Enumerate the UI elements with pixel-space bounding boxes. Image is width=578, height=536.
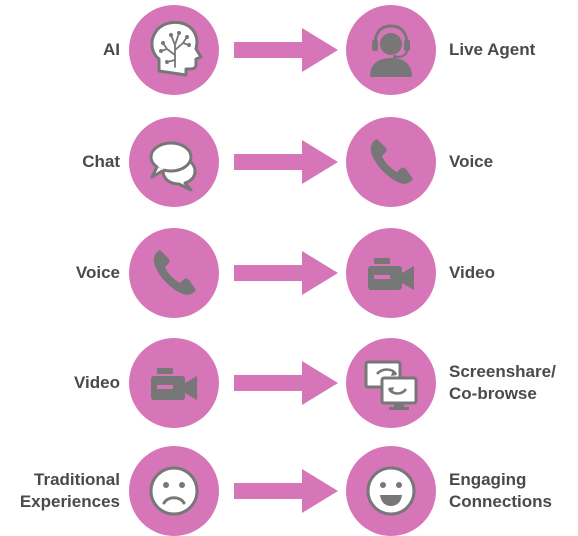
video-camera-icon bbox=[129, 338, 219, 428]
to-label: Engaging Connections bbox=[449, 470, 552, 511]
transition-row: Traditional Experiences Engaging Connect… bbox=[0, 446, 578, 536]
right-arrow-icon bbox=[234, 140, 338, 184]
to-label: Screenshare/ Co-browse bbox=[449, 362, 556, 403]
right-arrow-icon bbox=[234, 251, 338, 295]
from-label: Video bbox=[74, 373, 120, 392]
happy-face-icon bbox=[346, 446, 436, 536]
headset-agent-icon bbox=[346, 5, 436, 95]
from-label: Voice bbox=[75, 263, 120, 282]
chat-bubbles-icon bbox=[129, 117, 219, 207]
transition-row: Video Screenshare/ Co-b bbox=[0, 338, 578, 428]
phone-icon bbox=[346, 117, 436, 207]
brain-head-icon bbox=[129, 5, 219, 95]
right-arrow-icon bbox=[234, 361, 338, 405]
video-camera-icon bbox=[346, 228, 436, 318]
transition-row: AI bbox=[0, 5, 578, 95]
from-label: Traditional Experiences bbox=[19, 470, 120, 511]
transition-row: Voice Video bbox=[0, 228, 578, 318]
phone-icon bbox=[129, 228, 219, 318]
from-label: Chat bbox=[82, 152, 120, 171]
transition-row: Chat Voice bbox=[0, 117, 578, 207]
to-label: Voice bbox=[449, 152, 494, 171]
screenshare-icon bbox=[346, 338, 436, 428]
from-label: AI bbox=[103, 40, 120, 59]
to-label: Video bbox=[449, 263, 495, 282]
right-arrow-icon bbox=[234, 28, 338, 72]
to-label: Live Agent bbox=[449, 40, 536, 59]
sad-face-icon bbox=[129, 446, 219, 536]
right-arrow-icon bbox=[234, 469, 338, 513]
